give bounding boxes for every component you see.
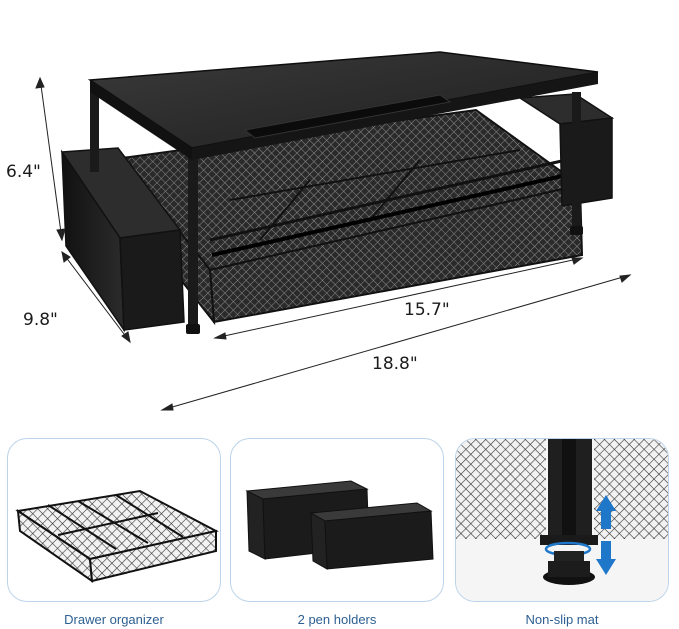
non-slip-panel xyxy=(455,438,669,602)
non-slip-foot-icon xyxy=(456,439,668,601)
non-slip-mat-caption: Non-slip mat xyxy=(525,612,599,627)
up-arrow-icon xyxy=(596,495,616,529)
drawer-organizer-caption: Drawer organizer xyxy=(64,612,164,627)
inner-width-dimension-label: 15.7" xyxy=(404,300,450,320)
depth-dimension-label: 9.8" xyxy=(23,310,58,330)
height-dimension-label: 6.4" xyxy=(6,162,41,182)
stand-legs xyxy=(90,92,583,334)
pen-holders-panel xyxy=(230,438,444,602)
pen-holders-caption: 2 pen holders xyxy=(297,612,377,627)
monitor-stand-illustration xyxy=(35,51,632,411)
stand-top-board xyxy=(87,51,599,160)
total-width-dimension-label: 18.8" xyxy=(372,354,418,374)
down-arrow-icon xyxy=(596,541,616,575)
dimension-lines xyxy=(35,76,632,411)
drawer-organizer-icon xyxy=(15,489,219,584)
pen-holders-icon xyxy=(245,480,434,570)
drawer-organizer-panel xyxy=(7,438,221,602)
